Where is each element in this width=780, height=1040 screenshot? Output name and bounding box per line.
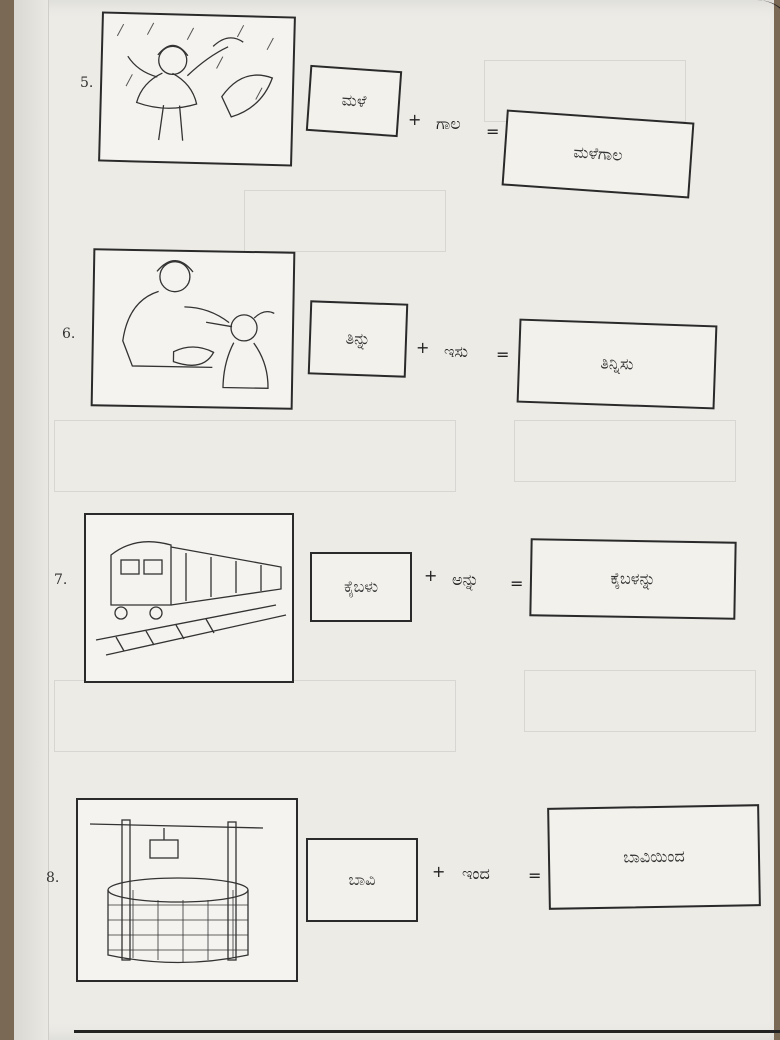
plus-sign: + (432, 862, 446, 881)
suffix-text: ಗಾಲ (436, 114, 461, 133)
answer-box[interactable]: ತಿನ್ನಿಸು (516, 318, 718, 410)
bleed-through-box (524, 670, 756, 732)
plus-sign: + (416, 338, 430, 357)
girl-in-rain-icon (98, 11, 296, 167)
suffix-text: ಇಂದ (462, 864, 490, 883)
question-number: 6. (62, 326, 76, 342)
bleed-through-box (54, 680, 456, 752)
answer-box[interactable]: ಮಳೆಗಾಲ (501, 109, 695, 199)
mother-feeding-child-icon (90, 248, 296, 410)
answer-box[interactable]: ಬಾವಿಯಿಂದ (547, 804, 761, 910)
plus-sign: + (424, 566, 438, 585)
question-number: 5. (80, 75, 94, 91)
bleed-through-box (514, 420, 736, 482)
plus-sign: + (408, 110, 422, 129)
bleed-through-box (54, 420, 456, 492)
well-icon (76, 798, 298, 982)
suffix-text: ಇಸು (444, 342, 468, 361)
train-icon (84, 513, 294, 683)
question-number: 8. (46, 870, 60, 886)
equals-sign: = (486, 122, 500, 141)
question-number: 7. (54, 572, 68, 588)
equals-sign: = (510, 574, 524, 593)
bleed-through-box (244, 190, 446, 252)
word-box: ಮಳೆ (305, 64, 403, 138)
book-binding (14, 0, 49, 1040)
answer-box[interactable]: ಕೈಬಳನ್ನು (529, 538, 737, 620)
word-box: ಕೈಬಳು (310, 552, 412, 622)
suffix-text: ಅನ್ನು (452, 570, 479, 589)
equals-sign: = (496, 345, 510, 364)
page-border-frame (74, 0, 780, 1033)
word-box: ತಿನ್ನು (307, 300, 409, 378)
equals-sign: = (528, 866, 542, 885)
word-box: ಬಾವಿ (306, 838, 418, 922)
